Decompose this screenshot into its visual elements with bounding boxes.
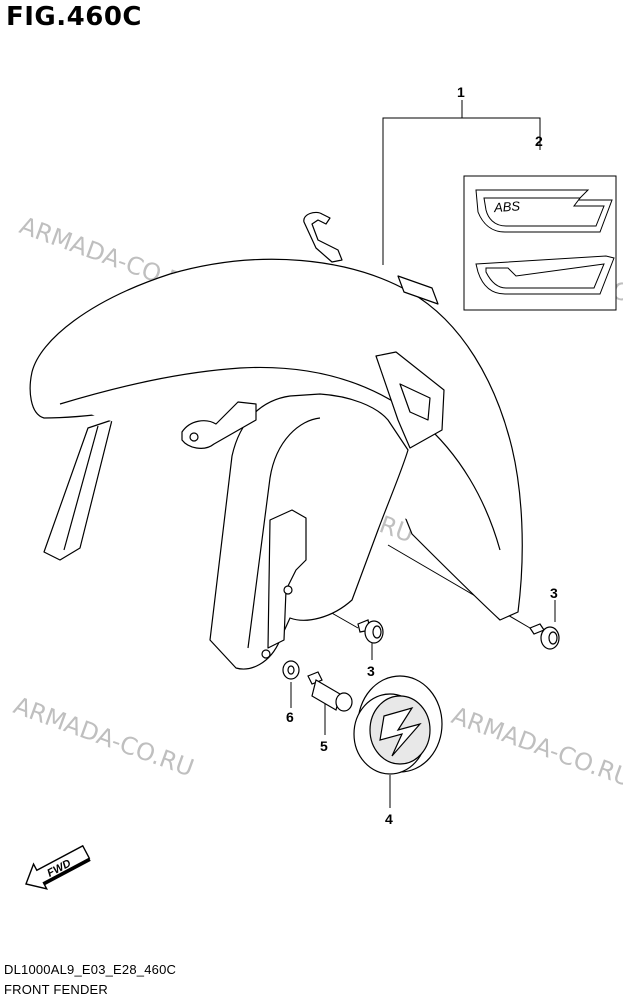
bolt-left bbox=[357, 619, 384, 644]
callout-3-left: 3 bbox=[367, 663, 375, 679]
figure-title: FIG.460C bbox=[6, 2, 143, 32]
callout-4: 4 bbox=[385, 811, 393, 827]
callout-5: 5 bbox=[320, 738, 328, 754]
figure-name: FRONT FENDER bbox=[4, 982, 108, 997]
callout-2: 2 bbox=[535, 133, 543, 149]
reflector bbox=[353, 675, 443, 775]
watermark-4: ARMADA-CO.RU bbox=[10, 691, 198, 782]
callout-3-right: 3 bbox=[550, 585, 558, 601]
watermark-5: ARMADA-CO.RU bbox=[448, 701, 623, 792]
collar bbox=[307, 671, 353, 712]
front-fender bbox=[29, 211, 523, 670]
figure-code: DL1000AL9_E03_E28_460C bbox=[4, 962, 177, 977]
decal-set: ABS bbox=[463, 175, 617, 311]
decal-abs-text: ABS bbox=[493, 198, 521, 215]
forward-arrow-icon: FWD bbox=[25, 844, 91, 890]
bolt-right bbox=[529, 623, 560, 650]
washer bbox=[282, 660, 300, 680]
callout-1: 1 bbox=[457, 84, 465, 100]
callout-6: 6 bbox=[286, 709, 294, 725]
callouts: 1 2 3 3 4 5 6 bbox=[286, 84, 558, 827]
